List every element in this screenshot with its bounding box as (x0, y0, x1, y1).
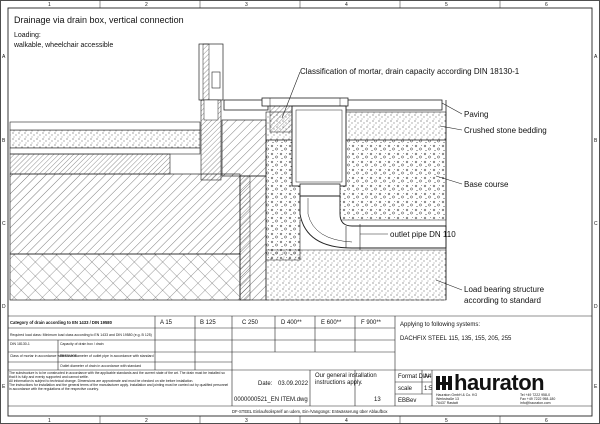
general-instructions-2: instructions apply. (315, 380, 363, 386)
note-paragraph: All information is subject to technical … (9, 379, 194, 383)
table-small-cell: DIN 18130-1 (10, 342, 30, 346)
row-ref: C (594, 221, 598, 227)
table-small-cell: Outlet diameter of drain in accordance w… (60, 364, 141, 368)
callout-leaders (281, 71, 463, 291)
loading-value: walkable, wheelchair accessible (13, 42, 113, 49)
class-f900: F 900** (361, 320, 382, 326)
callout-load-bearing-2: according to standard (464, 296, 541, 305)
table-small-cell: Class of mortar in accordance with EN 99… (10, 354, 76, 358)
table-small-cell: Capacity of drain box / drain (60, 342, 104, 346)
company-line: Hauraton GmbH & Co. KG (436, 393, 478, 397)
class-d400: D 400** (281, 320, 302, 326)
loading-label: Loading: (14, 32, 41, 39)
drain-box (291, 105, 347, 187)
format-label: Format DIN (398, 374, 429, 380)
class-c250: C 250 (242, 320, 259, 326)
row-ref: A (2, 54, 6, 60)
callout-paving: Paving (464, 110, 488, 119)
table-row-load-class: Required load class: Minimum load class … (10, 333, 152, 337)
drawing-description: DF-STEEL Einlaufsolisprelf an udem, Ein-… (232, 409, 388, 414)
column-ref: 1 (48, 418, 51, 424)
column-ref: 4 (345, 418, 348, 424)
callout-load-bearing-1: Load bearing structure (464, 285, 545, 294)
callout-outlet-pipe: outlet pipe DN 110 (390, 230, 456, 239)
column-ref: 2 (145, 418, 148, 424)
drain-grating (261, 97, 349, 107)
row-ref: D (594, 304, 598, 310)
general-instructions-1: Our general installation (315, 373, 377, 379)
row-references: A B C D E A B C D E (2, 54, 598, 390)
row-ref: E (594, 384, 598, 390)
class-e600: E 600** (321, 320, 342, 326)
column-ref: 5 (445, 2, 448, 8)
column-ref: 6 (545, 2, 548, 8)
contact-line: info@hauraton.com (520, 401, 551, 405)
contact-line: Fax +49 7222 958-180 (520, 397, 555, 401)
table-row-category: Category of drain according to EN 1433 /… (10, 320, 113, 325)
screed-layer (9, 129, 201, 149)
slab-layer (9, 153, 171, 175)
column-ref: 5 (445, 418, 448, 424)
load-bearing-structure (265, 249, 447, 301)
row-ref: A (594, 54, 598, 60)
table-small-cell: Effective diameter of outlet pipe in acc… (60, 354, 154, 358)
drawing-title: Drainage via drain box, vertical connect… (14, 15, 184, 25)
logo-mark-icon (436, 376, 452, 390)
class-b125: B 125 (200, 320, 216, 326)
note-paragraph: The substructure is to be constructed in… (9, 371, 225, 379)
notes-block: The substructure is to be constructed in… (9, 371, 229, 391)
hauraton-logo: hauraton (436, 370, 545, 395)
sheet-number: 13 (374, 397, 381, 403)
row-ref: D (2, 304, 6, 310)
drawing-number: 0000000521_EN ITEM.dwg (234, 397, 308, 403)
applies-systems: DACHFIX STEEL 115, 135, 155, 205, 255 (400, 336, 512, 342)
concrete-slab (9, 173, 241, 255)
company-line: Werkstraße 13 (436, 397, 459, 401)
classification-table (8, 315, 592, 407)
applies-label: Applying to following systems: (400, 322, 480, 328)
callout-crushed-stone: Crushed stone bedding (464, 126, 547, 135)
company-line: 76437 Rastatt (436, 401, 458, 405)
row-ref: E (2, 384, 6, 390)
scale-value: 1:5 (424, 386, 433, 392)
callout-base-course: Base course (464, 180, 509, 189)
scale-label: scale (398, 386, 413, 392)
format-value: A4 (424, 374, 432, 380)
row-ref: B (2, 138, 6, 144)
contact-line: Tel +49 7222 958-0 (520, 393, 550, 397)
insulation-layer (9, 253, 241, 301)
paving-slab (345, 99, 443, 111)
column-references: 1 2 3 4 5 6 1 2 3 4 5 6 (48, 0, 548, 424)
column-ref: 4 (345, 2, 348, 8)
column-ref: 6 (545, 418, 548, 424)
logo-wordmark: hauraton (454, 370, 544, 395)
date-label: Date: (258, 381, 273, 387)
row-ref: C (2, 221, 6, 227)
column-ref: 3 (245, 2, 248, 8)
cross-section-drawing (9, 43, 447, 301)
column-ref: 1 (48, 2, 51, 8)
wall-footing (221, 119, 267, 177)
class-a15: A 15 (160, 320, 173, 326)
callout-classification: Classification of mortar, drain capacity… (300, 67, 520, 76)
column-ref: 2 (145, 2, 148, 8)
row-ref: B (594, 138, 598, 144)
date-value: 03.09.2022 (278, 381, 309, 387)
column-ref: 3 (245, 418, 248, 424)
revision: EBBev (398, 398, 416, 404)
note-paragraph: The instructions for installation and th… (9, 383, 229, 391)
